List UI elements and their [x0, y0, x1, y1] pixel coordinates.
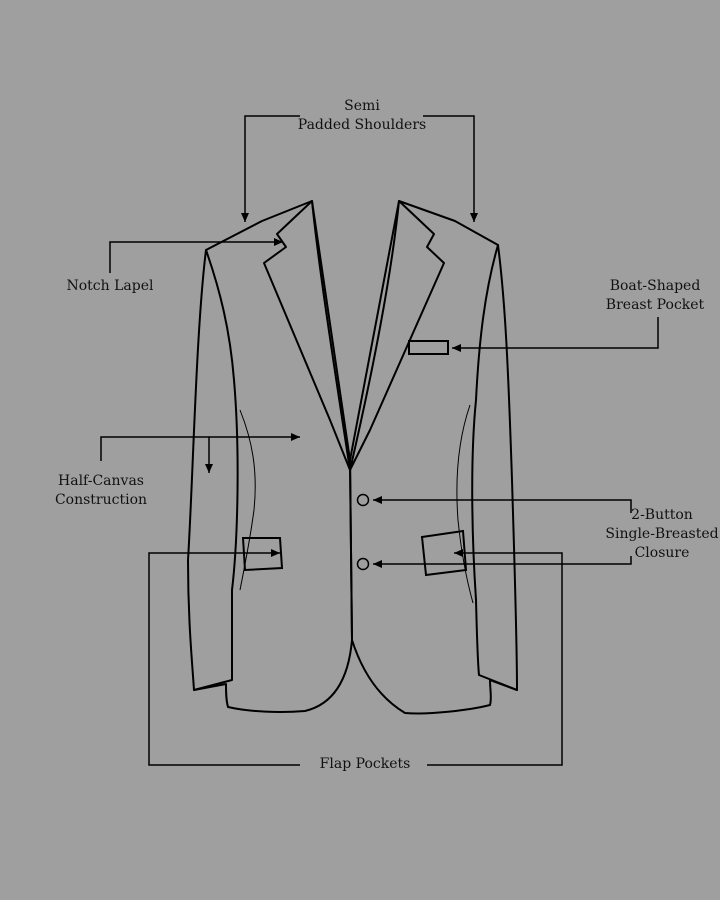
- closure-label-line-3: Closure: [634, 545, 690, 561]
- breast-pocket-label: Boat-Shaped Breast Pocket: [590, 277, 720, 315]
- breast-pocket-label-line-2: Breast Pocket: [605, 297, 705, 313]
- right-lapel: [349, 200, 445, 471]
- right-sleeve: [471, 244, 518, 691]
- flap-pockets-label: Flap Pockets: [319, 756, 411, 772]
- left-flap-pocket: [241, 537, 284, 572]
- shoulders-label-line-1: Semi: [344, 98, 380, 114]
- blazer-buttons: [356, 493, 370, 571]
- collar-inner: [311, 200, 400, 471]
- blazer-pockets: [241, 340, 468, 577]
- shoulders-leader-left: [241, 115, 300, 222]
- breast-pocket: [408, 340, 449, 355]
- right-flap-pocket: [420, 529, 468, 577]
- notch-lapel-label: Notch Lapel: [66, 278, 154, 294]
- left-lapel: [263, 200, 351, 471]
- button-bottom: [356, 557, 370, 571]
- half-canvas-label: Half-Canvas Construction: [40, 472, 162, 510]
- flap-pockets-leader-right: [427, 549, 563, 766]
- closure-leader-bottom: [373, 556, 632, 568]
- closure-label: 2-Button Single-Breasted Closure: [604, 506, 720, 563]
- notch-lapel-leader: [109, 238, 283, 273]
- half-canvas-label-line-1: Half-Canvas: [58, 473, 144, 489]
- breast-pocket-label-line-1: Boat-Shaped: [609, 278, 701, 294]
- closure-leader-top: [373, 496, 632, 513]
- shoulders-label-line-2: Padded Shoulders: [297, 117, 427, 133]
- right-side-seam: [456, 404, 474, 604]
- flap-pockets-leader-left: [148, 549, 300, 766]
- half-canvas-leader-vertical: [100, 436, 213, 473]
- breast-pocket-leader: [452, 317, 659, 352]
- shoulders-leader-right: [423, 115, 478, 222]
- closure-label-line-2: Single-Breasted: [605, 526, 719, 542]
- blazer-outline: [187, 200, 518, 715]
- closure-label-line-1: 2-Button: [631, 507, 693, 523]
- half-canvas-label-line-2: Construction: [54, 492, 148, 508]
- right-front-panel: [349, 200, 518, 715]
- button-top: [356, 493, 370, 507]
- callout-lines: [100, 115, 659, 766]
- left-sleeve: [193, 249, 239, 691]
- shoulders-label: Semi Padded Shoulders: [262, 97, 462, 135]
